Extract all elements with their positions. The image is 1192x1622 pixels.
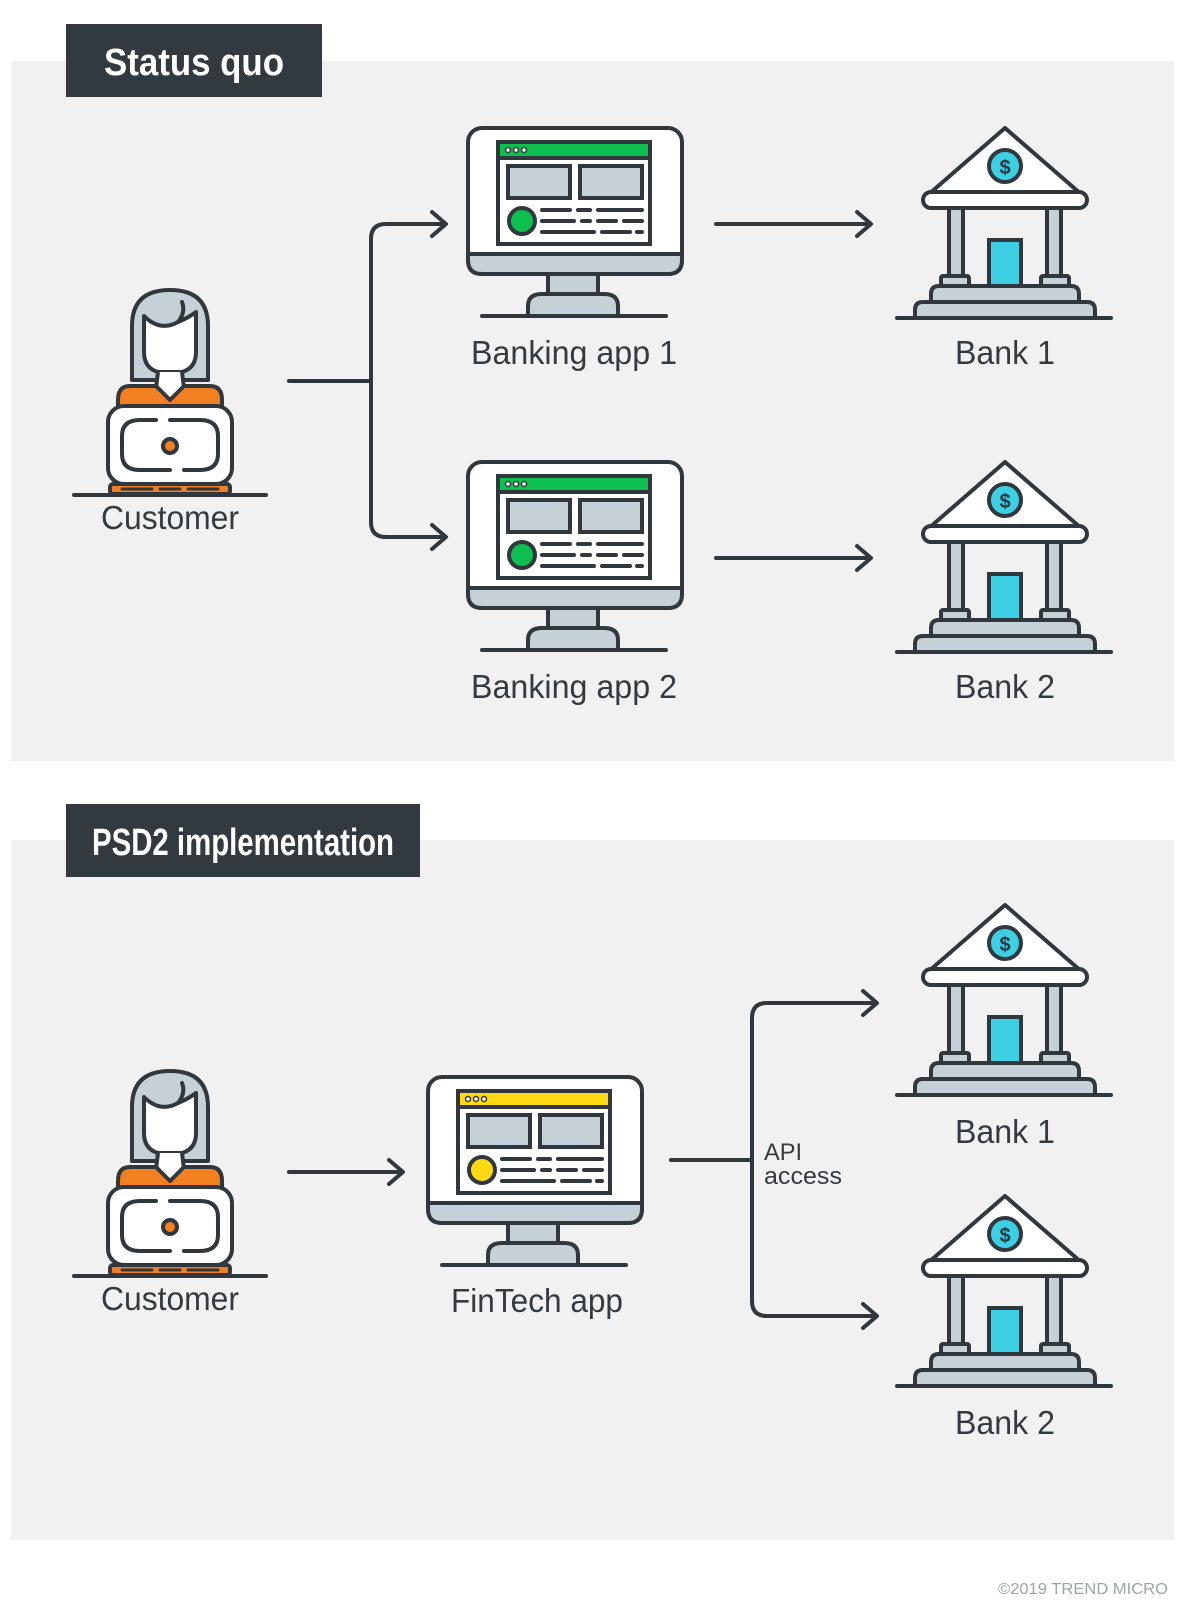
bank-2-label: Bank 2 [955, 668, 1055, 705]
bank-2-label: Bank 2 [955, 1404, 1055, 1441]
fintech-app-label: FinTech app [451, 1282, 623, 1319]
arrowhead-icon [861, 1302, 879, 1330]
banking-app-1: Banking app 1 [466, 126, 684, 371]
bank-1-label: Bank 1 [955, 1113, 1055, 1150]
psd2-bank-1: Bank 1 [895, 903, 1113, 1150]
bank-1-label: Bank 1 [955, 334, 1055, 371]
access-label: access [764, 1163, 842, 1190]
app1-to-bank1-arrow [714, 210, 873, 238]
banking-app-1-label: Banking app 1 [471, 334, 677, 371]
customer-label: Customer [101, 1280, 239, 1317]
arrowhead-icon [861, 989, 879, 1017]
status-quo-title: Status quo [104, 42, 284, 84]
customer-to-apps-connector [287, 210, 448, 551]
copyright-text: ©2019 TREND MICRO [998, 1581, 1168, 1598]
arrowhead-icon [430, 210, 448, 238]
api-access-connector: API access [669, 989, 879, 1330]
fintech-app: FinTech app [426, 1075, 644, 1319]
customer-label: Customer [101, 499, 239, 536]
api-label: API [764, 1139, 802, 1166]
customer-2: Customer [72, 1069, 268, 1317]
app2-to-bank2-arrow [714, 544, 873, 572]
bank-2: Bank 2 [895, 460, 1113, 705]
customer-to-fintech-arrow [287, 1158, 405, 1186]
psd2-title: PSD2 implementation [92, 822, 394, 864]
arrowhead-icon [430, 523, 448, 551]
bank-1: Bank 1 [895, 126, 1113, 371]
customer-1: Customer [72, 288, 268, 536]
psd2-title-box: PSD2 implementation [66, 804, 420, 877]
status-quo-title-box: Status quo [66, 24, 322, 97]
banking-app-2-label: Banking app 2 [471, 668, 677, 705]
banking-app-2: Banking app 2 [466, 460, 684, 705]
psd2-bank-2: Bank 2 [895, 1194, 1113, 1441]
